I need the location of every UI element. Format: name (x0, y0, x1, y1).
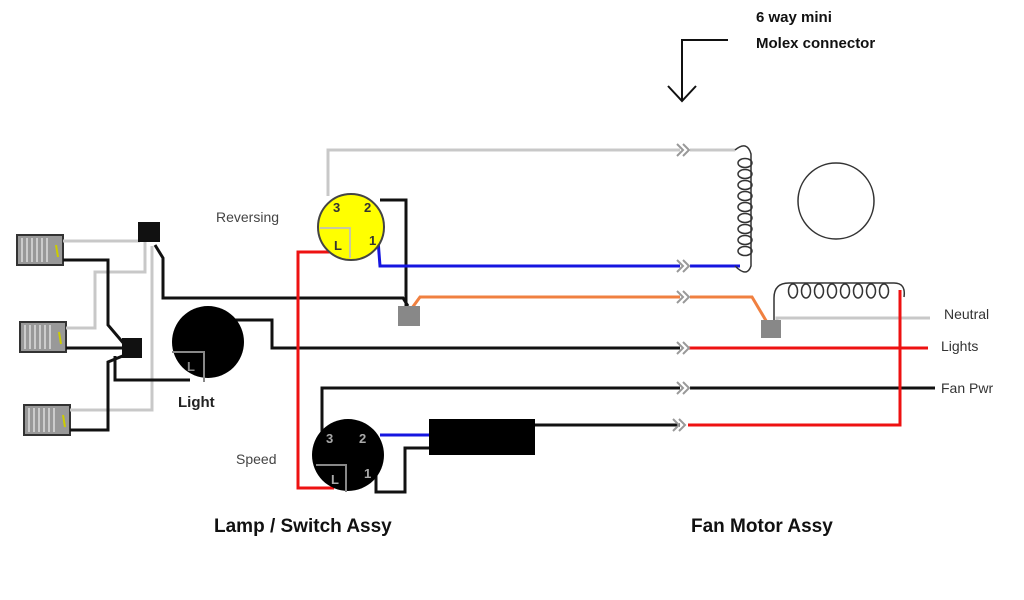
blue-wires (376, 239, 740, 437)
reversing-pin-3: 3 (333, 200, 340, 215)
motor-winding-vertical (734, 145, 753, 273)
output-lights-label: Lights (941, 338, 978, 354)
reversing-pin-1: 1 (369, 233, 376, 248)
output-neutral-label: Neutral (944, 306, 989, 322)
speed-label: Speed (236, 451, 276, 467)
splice-connector-middle (122, 338, 142, 358)
lamp-socket-1 (16, 234, 64, 266)
reversing-switch[interactable] (317, 193, 385, 261)
lamp-socket-2 (19, 321, 67, 353)
output-fan-pwr-label: Fan Pwr (941, 380, 993, 396)
speed-pin-3: 3 (326, 431, 333, 446)
speed-pin-l: L (331, 472, 339, 487)
light-label: Light (178, 394, 215, 411)
motor-rotor-circle (797, 162, 875, 240)
speed-switch[interactable] (312, 419, 384, 492)
lamp-socket-3 (23, 404, 71, 436)
molex-connector-chevrons (672, 143, 691, 432)
orange-wire (410, 295, 770, 325)
gray-wire-nut-left (398, 306, 420, 326)
speed-pin-2: 2 (359, 431, 366, 446)
speed-pin-1: 1 (364, 466, 371, 481)
lamp-switch-assy-caption: Lamp / Switch Assy (214, 516, 392, 537)
annotation-line1: 6 way mini (756, 9, 832, 26)
reversing-pin-2: 2 (364, 200, 371, 215)
hot-wires (296, 250, 928, 490)
light-pin-l: L (187, 359, 195, 374)
black-wires (63, 198, 935, 494)
capacitor (429, 419, 535, 455)
reversing-label: Reversing (216, 209, 279, 225)
molex-pointer-arrow (667, 39, 728, 103)
motor-winding-horizontal (773, 282, 906, 320)
fan-motor-assy-caption: Fan Motor Assy (691, 516, 833, 537)
splice-connector-top (138, 222, 160, 242)
light-switch[interactable] (172, 306, 244, 382)
annotation-line2: Molex connector (756, 35, 875, 52)
reversing-pin-l: L (334, 238, 342, 253)
gray-wire-nut-right (761, 320, 781, 338)
